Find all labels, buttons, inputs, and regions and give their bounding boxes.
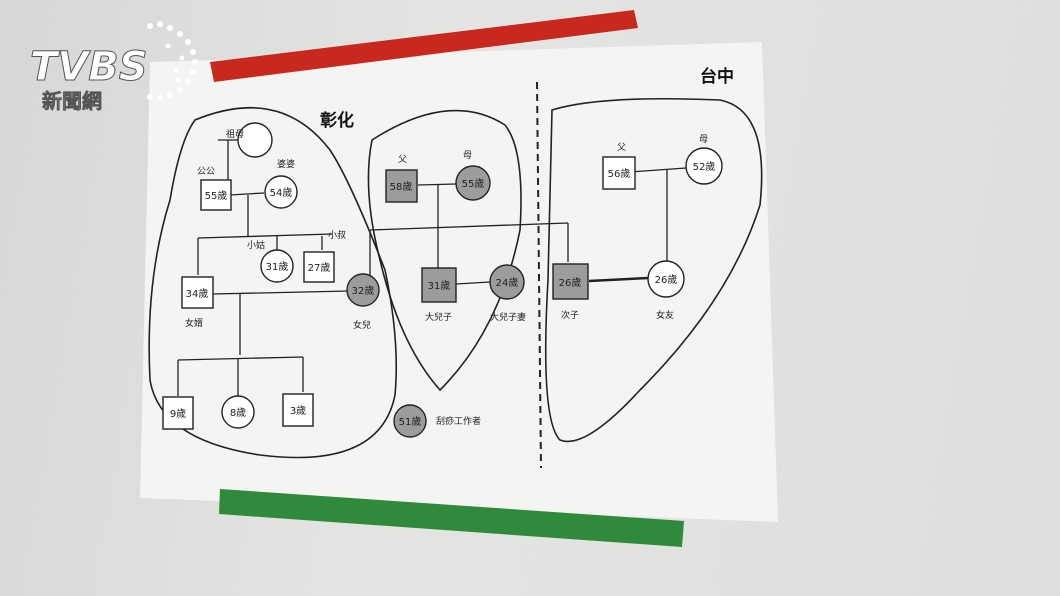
father-in-law-label: 公公 [197, 166, 215, 177]
taichung-boundary [544, 97, 763, 443]
eldest-daughter-in-law-age: 24歲 [496, 276, 519, 289]
green-bar [219, 489, 684, 547]
taichung-father-age: 56歲 [608, 167, 631, 180]
father-in-law-age: 55歲 [205, 189, 228, 202]
logo-dots-icon [147, 21, 198, 101]
eldest-son-age: 31歲 [428, 279, 451, 292]
daughter-circle [346, 273, 380, 307]
daughter-label: 女兒 [353, 319, 371, 331]
taichung-mother-age: 52歲 [693, 160, 716, 173]
child1-square [162, 396, 194, 430]
eldest-son-square [421, 267, 457, 303]
red-bar [210, 10, 638, 82]
aunt-label: 小姑 [247, 239, 265, 251]
girlfriend-age: 26歲 [655, 273, 678, 286]
son-in-law-age: 34歲 [186, 287, 209, 300]
uncle-square [303, 251, 335, 283]
worker-circle [393, 404, 427, 438]
girlfriend-label: 女友 [656, 309, 674, 321]
region-divider [536, 81, 542, 469]
second-son-square [552, 263, 589, 300]
child2-age: 8歲 [230, 406, 246, 419]
child3-square [282, 393, 314, 427]
father-label: 父 [398, 154, 407, 165]
tvbs-logo: TVBS 新聞網 [30, 21, 198, 113]
taichung-mother-label: 母 [699, 134, 708, 145]
mother-circle [455, 165, 491, 201]
mother-in-law-circle [264, 175, 298, 209]
child3-age: 3歲 [290, 404, 306, 417]
region-changhua-label: 彰化 [320, 110, 354, 131]
son-in-law-square [181, 276, 214, 309]
mother-in-law-label: 婆婆 [277, 158, 295, 170]
eldest-son-label: 大兒子 [425, 311, 452, 323]
aunt-circle [260, 249, 294, 283]
father-square [385, 169, 418, 203]
grandmother-label: 祖母 [226, 128, 244, 140]
mother-in-law-age: 54歲 [270, 186, 293, 199]
grandmother-circle [237, 122, 273, 158]
child2-circle [221, 395, 255, 429]
aunt-age: 31歲 [266, 260, 289, 273]
son-family-boundary [367, 109, 522, 392]
father-age: 58歲 [390, 180, 413, 193]
eldest-daughter-in-law-label: 大兒子妻 [490, 311, 526, 323]
mother-label: 母 [463, 150, 472, 161]
changhua-family-boundary [148, 107, 398, 459]
uncle-age: 27歲 [308, 261, 331, 274]
mother-age: 55歲 [462, 177, 485, 190]
taichung-father-square [602, 156, 636, 190]
girlfriend-circle [647, 260, 685, 298]
taichung-mother-circle [685, 147, 723, 185]
father-in-law-square [200, 179, 232, 211]
child1-age: 9歲 [170, 407, 186, 420]
son-in-law-label: 女婿 [185, 317, 203, 329]
relationship-lines [177, 139, 687, 396]
tvbs-logo-sub: 新聞網 [42, 89, 102, 113]
eldest-daughter-in-law-circle [489, 264, 525, 300]
uncle-label: 小叔 [328, 229, 346, 241]
tvbs-logo-brand: TVBS [30, 44, 148, 90]
region-taichung-label: 台中 [700, 66, 734, 87]
worker-age: 51歲 [399, 415, 422, 428]
partner-line [588, 276, 649, 283]
second-son-age: 26歲 [559, 276, 582, 289]
worker-label: 刮痧工作者 [436, 415, 481, 427]
daughter-age: 32歲 [352, 284, 375, 297]
second-son-label: 次子 [561, 309, 579, 321]
taichung-father-label: 父 [617, 142, 626, 153]
